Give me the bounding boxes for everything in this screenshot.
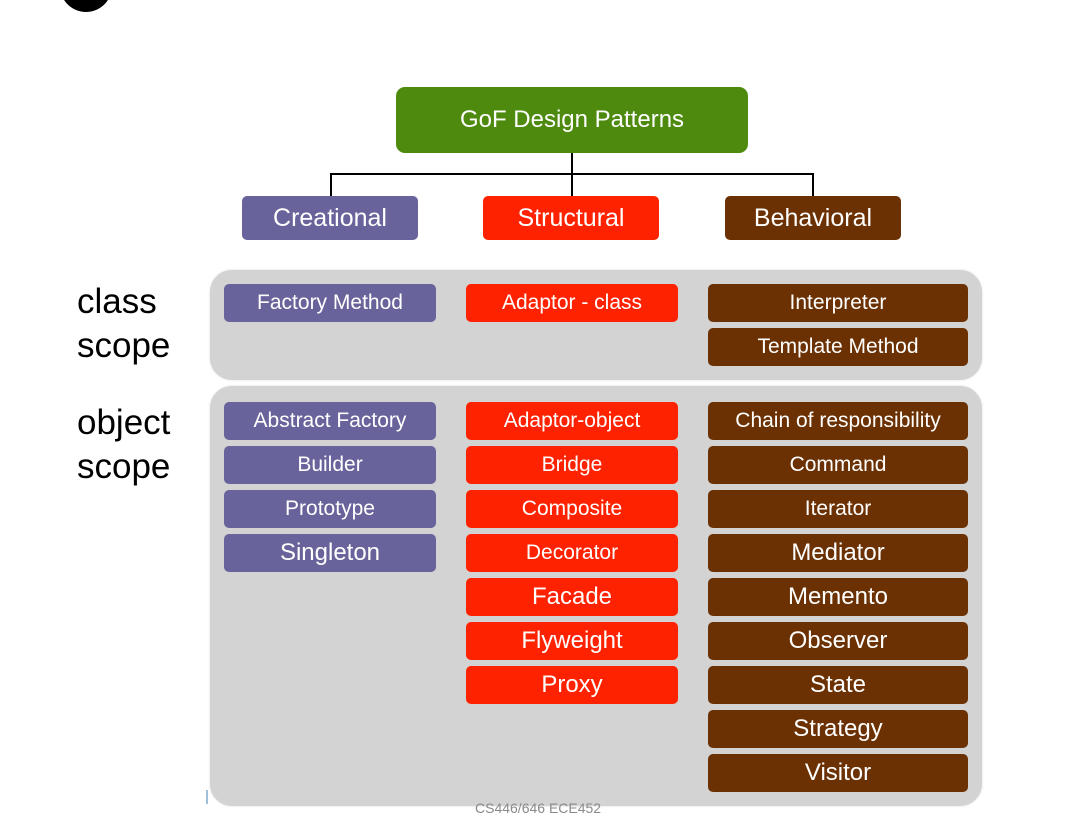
pattern-item: Mediator <box>708 534 968 572</box>
object-structural-list: Adaptor-object Bridge Composite Decorato… <box>466 402 678 710</box>
pattern-item: Proxy <box>466 666 678 704</box>
pattern-item: Template Method <box>708 328 968 366</box>
pattern-item: Decorator <box>466 534 678 572</box>
object-creational-list: Abstract Factory Builder Prototype Singl… <box>224 402 436 578</box>
pattern-item: Visitor <box>708 754 968 792</box>
bullet-circle <box>60 0 112 12</box>
pattern-item: Abstract Factory <box>224 402 436 440</box>
pattern-item: Facade <box>466 578 678 616</box>
category-creational: Creational <box>242 196 418 240</box>
pattern-item: Bridge <box>466 446 678 484</box>
class-structural-list: Adaptor - class <box>466 284 678 328</box>
pattern-item: Strategy <box>708 710 968 748</box>
root-node: GoF Design Patterns <box>396 87 748 153</box>
footer-text: CS446/646 ECE452 <box>475 800 602 816</box>
pattern-item: Interpreter <box>708 284 968 322</box>
pattern-item: Memento <box>708 578 968 616</box>
pattern-item: Factory Method <box>224 284 436 322</box>
pattern-item: Chain of responsibility <box>708 402 968 440</box>
pattern-item: Flyweight <box>466 622 678 660</box>
category-label: Creational <box>273 203 387 232</box>
pattern-item: Singleton <box>224 534 436 572</box>
connector-left <box>330 173 332 196</box>
pattern-item: Composite <box>466 490 678 528</box>
pattern-item: Iterator <box>708 490 968 528</box>
root-label: GoF Design Patterns <box>459 106 685 133</box>
category-label: Behavioral <box>753 203 873 232</box>
category-label: Structural <box>517 203 625 232</box>
connector-right <box>812 173 814 196</box>
object-scope-label: object scope <box>77 403 171 486</box>
category-structural: Structural <box>483 196 659 240</box>
pattern-item: Observer <box>708 622 968 660</box>
pattern-item: Command <box>708 446 968 484</box>
class-scope-label: class scope <box>77 282 171 365</box>
edge-mark <box>206 790 208 804</box>
class-behavioral-list: Interpreter Template Method <box>708 284 968 372</box>
pattern-item: Adaptor - class <box>466 284 678 322</box>
class-creational-list: Factory Method <box>224 284 436 328</box>
pattern-item: State <box>708 666 968 704</box>
connector-bar <box>330 173 814 175</box>
pattern-item: Adaptor-object <box>466 402 678 440</box>
object-behavioral-list: Chain of responsibility Command Iterator… <box>708 402 968 798</box>
pattern-item: Prototype <box>224 490 436 528</box>
category-behavioral: Behavioral <box>725 196 901 240</box>
pattern-item: Builder <box>224 446 436 484</box>
